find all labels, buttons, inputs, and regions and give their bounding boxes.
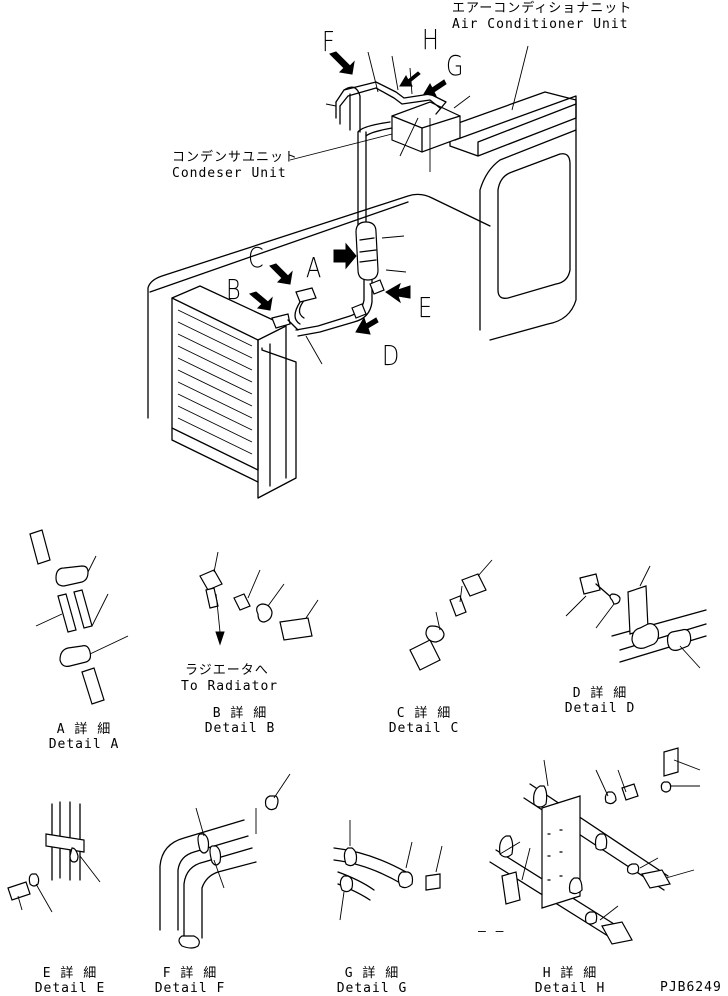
detail-a-caption: A 詳 細 Detail A	[49, 722, 120, 752]
aircon-label-en: Air Conditioner Unit	[452, 17, 629, 32]
callout-letter-h: H	[422, 23, 439, 56]
detail-f-title-en: Detail F	[154, 981, 226, 996]
detail-e-drawing	[7, 801, 101, 913]
detail-g-title-jp: G 詳 細	[344, 966, 400, 981]
detail-c-drawing	[409, 559, 493, 671]
detail-e-title-jp: E 詳 細	[42, 966, 98, 981]
callout-letter-b: B	[226, 273, 241, 306]
callout-arrow-c	[269, 263, 293, 285]
condenser-label-jp: コンデンサユニット	[172, 150, 299, 165]
detail-d-drawing	[565, 565, 707, 669]
detail-f-title-jp: F 詳 細	[162, 966, 218, 981]
detail-c-title-en: Detail C	[388, 721, 460, 736]
detail-d-title-jp: D 詳 細	[572, 686, 628, 701]
detail-b-caption: B 詳 細 Detail B	[205, 706, 276, 736]
callout-letter-c: C	[248, 241, 264, 274]
callout-letter-a: A	[306, 251, 322, 284]
detail-d-caption: D 詳 細 Detail D	[565, 686, 636, 716]
detail-a-title-en: Detail A	[48, 737, 120, 752]
condenser-unit	[391, 101, 461, 153]
callout-arrow-a	[333, 242, 357, 270]
detail-f-caption: F 詳 細 Detail F	[155, 966, 226, 996]
detail-h-title-en: Detail H	[534, 981, 606, 996]
detail-e-caption: E 詳 細 Detail E	[35, 966, 106, 996]
callout-letter-d: D	[382, 339, 400, 372]
detail-c-caption: C 詳 細 Detail C	[389, 706, 460, 736]
callout-letter-e: E	[418, 291, 433, 324]
detail-g-drawing	[333, 820, 443, 921]
refrigerant-piping	[271, 81, 447, 337]
part-code: PJB6249	[660, 980, 722, 995]
detail-e-title-en: Detail E	[34, 981, 106, 996]
condenser-label-en: Condeser Unit	[172, 166, 287, 181]
detail-b-drawing	[199, 551, 319, 646]
detail-g-caption: G 詳 細 Detail G	[337, 966, 408, 996]
callout-arrow-f	[329, 51, 355, 75]
radiator-label-jp: ラジエータへ	[185, 663, 269, 678]
detail-a-title-jp: A 詳 細	[56, 722, 112, 737]
machine-body	[147, 91, 577, 499]
detail-h-title-jp: H 詳 細	[542, 966, 598, 981]
dash-mark: – –	[478, 924, 505, 939]
callout-arrow-d	[355, 316, 379, 335]
callout-letter-g: G	[446, 49, 464, 82]
callout-arrow-b	[248, 291, 273, 311]
detail-c-title-jp: C 詳 細	[396, 706, 452, 721]
detail-h-drawing	[489, 747, 701, 945]
callout-arrow-g	[423, 79, 447, 97]
detail-g-title-en: Detail G	[336, 981, 408, 996]
detail-a-drawing	[29, 529, 129, 705]
leader-lines	[289, 45, 529, 365]
callout-arrow-h	[399, 71, 421, 87]
callout-arrow-e	[385, 282, 411, 304]
detail-b-title-en: Detail B	[204, 721, 276, 736]
aircon-label-jp: エアーコンディショナニット	[452, 1, 633, 16]
callout-letter-f: F	[322, 25, 335, 58]
detail-h-caption: H 詳 細 Detail H	[535, 966, 606, 996]
detail-f-drawing	[159, 773, 291, 949]
radiator-label-en: To Radiator	[181, 679, 279, 694]
detail-d-title-en: Detail D	[564, 701, 636, 716]
detail-b-title-jp: B 詳 細	[212, 706, 268, 721]
